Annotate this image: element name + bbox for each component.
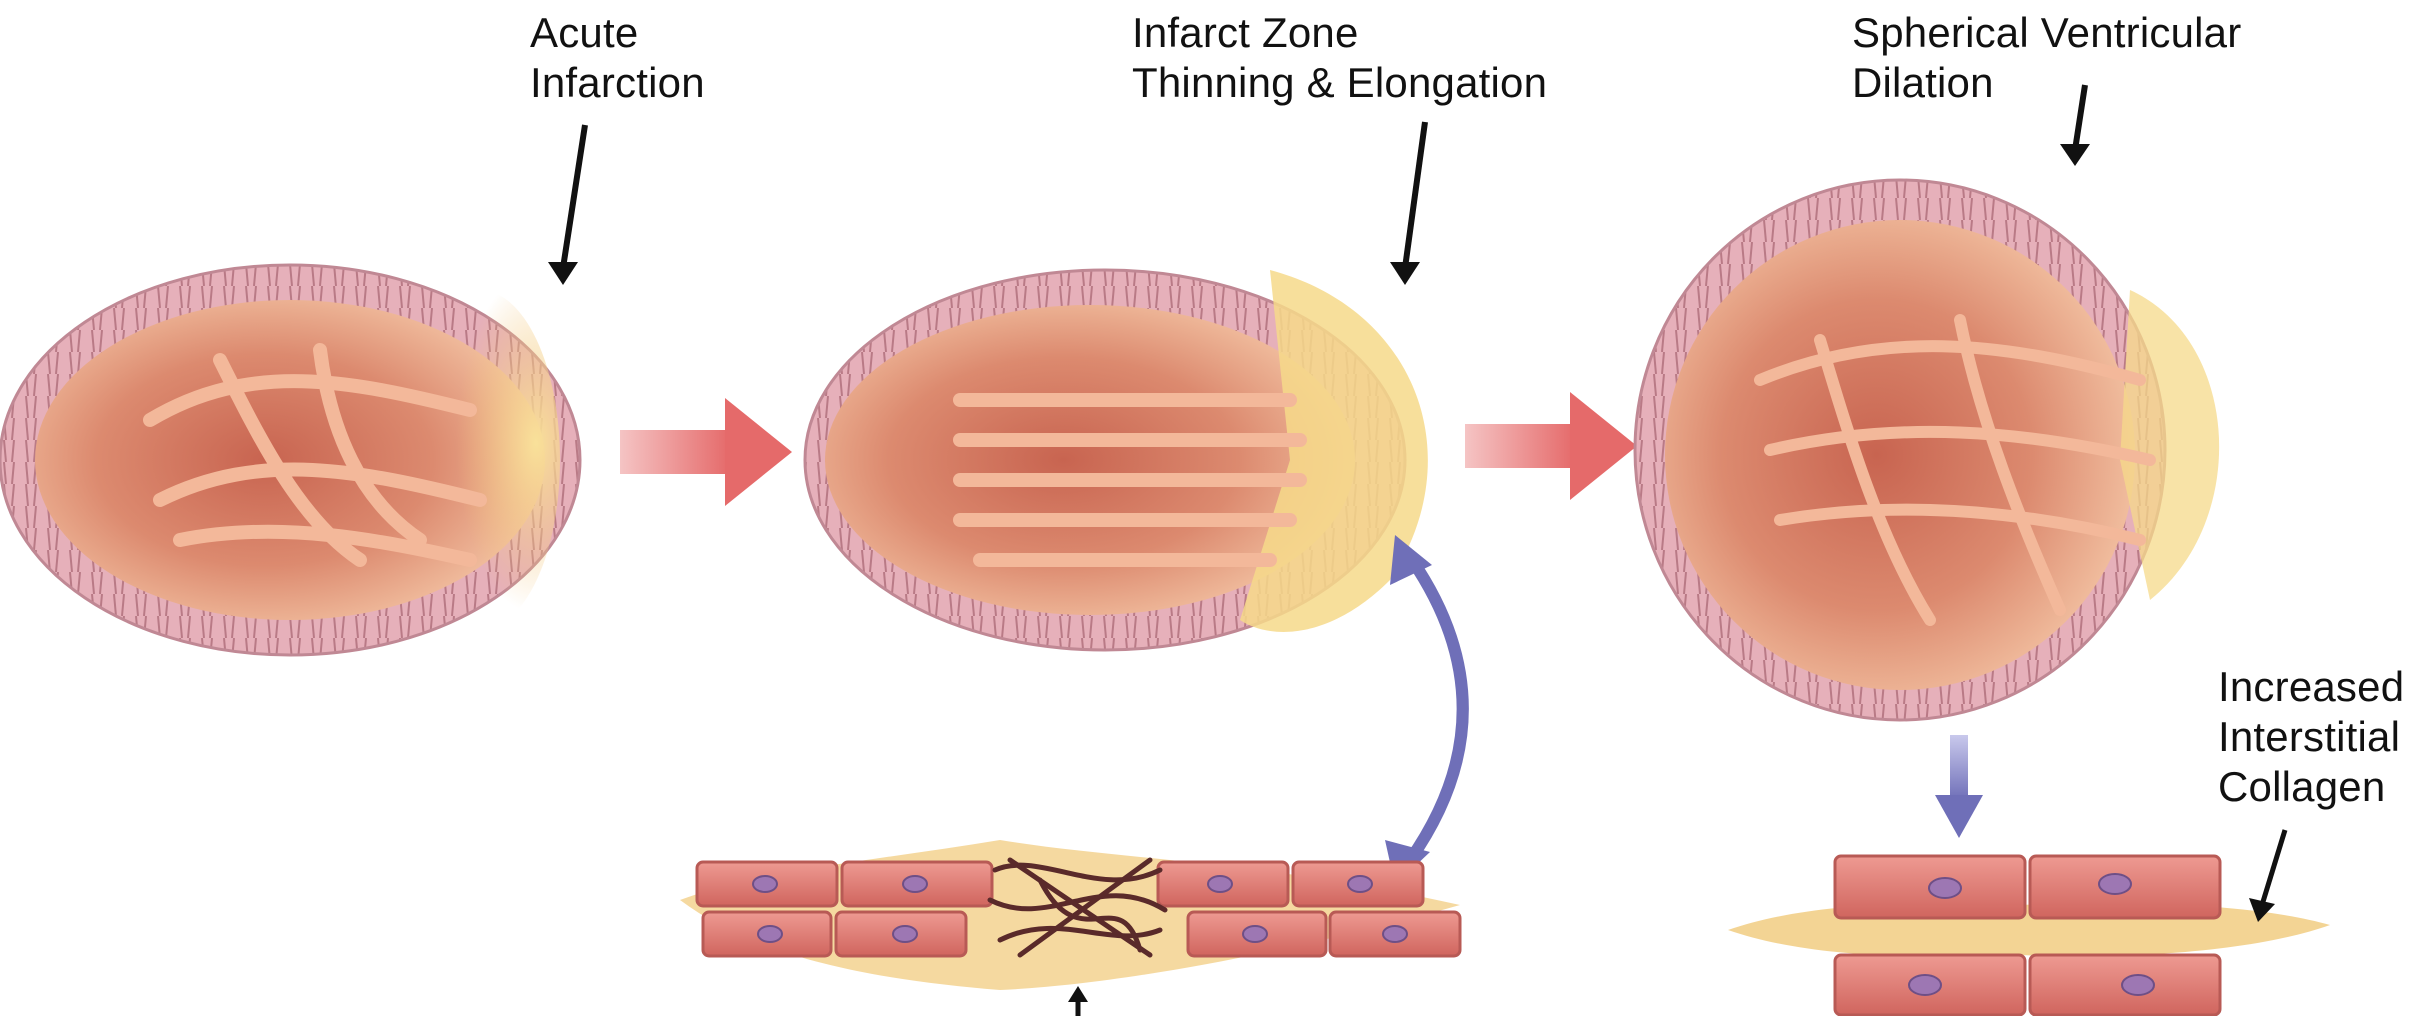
heart-acute-infarction xyxy=(0,265,580,655)
label-infarct-thinning: Infarct Zone Thinning & Elongation xyxy=(1132,8,1547,108)
label-thinning-line2: Thinning & Elongation xyxy=(1132,58,1547,108)
label-acute-line1: Acute xyxy=(530,8,705,58)
heart-spherical-dilation xyxy=(1635,180,2219,720)
label-thinning-line1: Infarct Zone xyxy=(1132,8,1547,58)
label-collagen-line2: Interstitial xyxy=(2218,712,2404,762)
label-acute-infarction: Acute Infarction xyxy=(530,8,705,108)
pointer-collagen-arrow xyxy=(2249,830,2285,922)
heart-infarct-thinning xyxy=(805,270,1428,650)
link-down-arrow xyxy=(1935,735,1983,838)
label-spherical-dilation: Spherical Ventricular Dilation xyxy=(1852,8,2241,108)
link-double-arrow xyxy=(1385,535,1463,885)
label-acute-line2: Infarction xyxy=(530,58,705,108)
pointer-acute-arrow xyxy=(548,125,585,285)
label-dilation-line1: Spherical Ventricular xyxy=(1852,8,2241,58)
label-dilation-line2: Dilation xyxy=(1852,58,2241,108)
tissue-interstitial-collagen xyxy=(1728,830,2330,1015)
progression-arrow-1 xyxy=(620,398,792,506)
label-interstitial-collagen: Increased Interstitial Collagen xyxy=(2218,662,2404,812)
pointer-thinning-arrow xyxy=(1390,122,1425,285)
progression-arrow-2 xyxy=(1465,392,1637,500)
label-collagen-line1: Increased xyxy=(2218,662,2404,712)
tissue-scar-myocytes xyxy=(680,840,1460,1016)
label-collagen-line3: Collagen xyxy=(2218,762,2404,812)
pointer-scar-arrow xyxy=(1068,986,1088,1016)
